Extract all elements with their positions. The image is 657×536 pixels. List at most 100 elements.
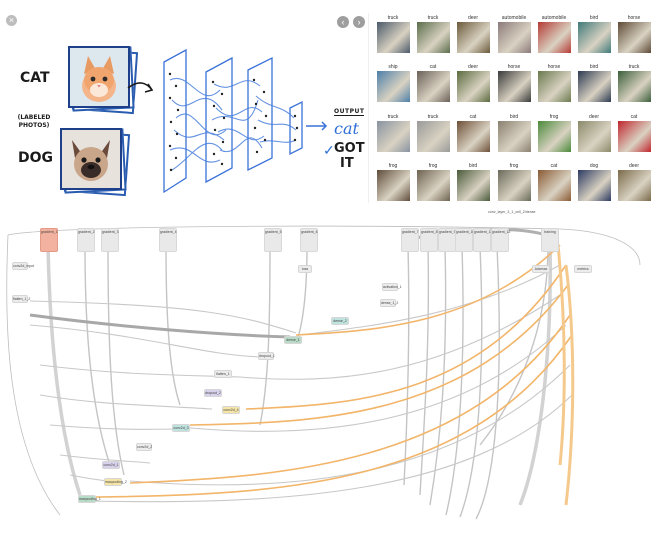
cifar-image-cell: truck xyxy=(616,64,652,102)
cifar-image-cell: cat xyxy=(415,64,451,102)
graph-op-node[interactable]: dropout_1 xyxy=(258,352,275,360)
cifar-image-label: truck xyxy=(628,64,640,70)
cifar-image-cell: frog xyxy=(375,163,411,201)
cifar-image-cell: frog xyxy=(496,163,532,201)
cifar-image-thumbnail xyxy=(577,22,611,53)
graph-gradient-node[interactable]: gradient_8 xyxy=(420,228,438,252)
cifar-image-label: deer xyxy=(467,64,478,70)
graph-op-node[interactable]: flatten_1 xyxy=(214,370,232,378)
cifar-image-cell: horse xyxy=(496,64,532,102)
cifar-image-thumbnail xyxy=(456,71,490,102)
graph-op-node[interactable]: maxpooling_1 xyxy=(78,495,101,503)
cifar-image-label: bird xyxy=(468,163,478,169)
cifar-image-label: deer xyxy=(588,114,599,120)
cifar-image-cell: cat xyxy=(536,163,572,201)
cifar-image-thumbnail xyxy=(416,170,450,201)
cifar-image-label: frog xyxy=(388,163,398,169)
graph-gradient-node[interactable]: gradient_7 xyxy=(401,228,419,252)
close-button[interactable]: × xyxy=(6,15,17,26)
cifar-image-cell: deer xyxy=(616,163,652,201)
cifar-image-thumbnail xyxy=(617,71,651,102)
graph-gradient-node[interactable]: gradient_12 xyxy=(491,228,511,252)
graph-gradient-node[interactable]: gradient_11 xyxy=(473,228,492,252)
cifar-image-cell: truck xyxy=(415,114,451,152)
cifar-image-label: truck xyxy=(387,114,399,120)
cifar-image-thumbnail xyxy=(537,71,571,102)
graph-op-node[interactable]: maxpooling_2 xyxy=(104,478,127,486)
cifar-image-label: cat xyxy=(550,163,558,169)
cifar-image-label: deer xyxy=(467,15,478,21)
graph-op-node[interactable]: dense_2 xyxy=(331,317,349,325)
check-icon: ✓ xyxy=(323,142,335,158)
cifar-image-thumbnail xyxy=(537,170,571,201)
graph-op-node[interactable]: dense_1_2 xyxy=(380,299,399,307)
cifar-image-label: automobile xyxy=(501,15,527,21)
graph-input-node[interactable]: gradient_1 xyxy=(40,228,58,252)
dog-photo-stack xyxy=(60,128,131,197)
graph-op-node[interactable]: conv2d_3 xyxy=(172,424,190,432)
cifar-image-cell: bird xyxy=(496,114,532,152)
cifar-image-label: truck xyxy=(387,15,399,21)
cifar-image-label: cat xyxy=(630,114,638,120)
prev-slide-button[interactable]: ‹ xyxy=(337,16,349,28)
cifar-image-cell: frog xyxy=(536,114,572,152)
cifar-image-label: bird xyxy=(589,15,599,21)
cifar-image-label: horse xyxy=(507,64,521,70)
graph-op-node[interactable]: conv2d_4 xyxy=(222,406,240,414)
graph-gradient-node[interactable]: gradient_5 xyxy=(264,228,282,252)
cifar-image-thumbnail xyxy=(617,121,651,152)
next-slide-button[interactable]: › xyxy=(353,16,365,28)
cifar-image-label: frog xyxy=(428,163,438,169)
output-heading: OUTPUT xyxy=(334,108,365,116)
cifar-image-label: dog xyxy=(589,163,599,169)
cifar-image-thumbnail xyxy=(416,71,450,102)
cifar-image-cell: deer xyxy=(455,15,491,53)
cifar-image-cell: bird xyxy=(576,64,612,102)
graph-gradient-node[interactable]: gradient_4 xyxy=(159,228,177,252)
cifar-image-cell: dog xyxy=(576,163,612,201)
cifar-image-thumbnail xyxy=(416,22,450,53)
graph-op-node[interactable]: metrics xyxy=(574,265,592,273)
graph-op-node[interactable]: Adamax xyxy=(532,265,550,273)
graph-op-node[interactable]: dense_1 xyxy=(284,336,302,344)
graph-gradient-node[interactable]: gradient_10 xyxy=(455,228,475,252)
graph-op-node[interactable]: flatten_1_2 xyxy=(12,295,31,303)
graph-gradient-node[interactable]: gradient_9 xyxy=(438,228,456,252)
graph-top-label: conv_layer_3_1_cell_2/dense xyxy=(488,210,536,214)
chevron-right-icon: › xyxy=(357,17,361,27)
cifar-image-thumbnail xyxy=(537,22,571,53)
cifar-image-label: horse xyxy=(547,64,561,70)
cifar-image-cell: truck xyxy=(415,15,451,53)
graph-training-node[interactable]: training xyxy=(541,228,559,252)
cifar-image-label: automobile xyxy=(541,15,567,21)
cifar-image-thumbnail xyxy=(577,121,611,152)
cifar-image-thumbnail xyxy=(456,121,490,152)
graph-gradient-node[interactable]: gradient_2 xyxy=(77,228,95,252)
cat-label: CAT xyxy=(20,70,50,86)
cifar-image-label: bird xyxy=(589,64,599,70)
graph-op-node[interactable]: dropout_2 xyxy=(204,389,222,397)
dog-photo xyxy=(60,128,122,190)
cifar-image-label: ship xyxy=(388,64,398,70)
cifar-image-thumbnail xyxy=(376,170,410,201)
graph-op-node[interactable]: activation_1 xyxy=(382,283,402,291)
graph-op-node[interactable]: conv2d_input xyxy=(12,262,34,270)
graph-op-node[interactable]: loss xyxy=(298,265,312,273)
graph-gradient-node[interactable]: gradient_6 xyxy=(300,228,318,252)
cifar-image-cell: deer xyxy=(455,64,491,102)
cifar-image-thumbnail xyxy=(456,22,490,53)
graph-op-node[interactable]: conv2d_2 xyxy=(136,443,153,451)
computation-graph xyxy=(6,225,641,520)
cifar-image-cell: bird xyxy=(576,15,612,53)
cifar-image-cell: horse xyxy=(536,64,572,102)
cifar-image-thumbnail xyxy=(376,71,410,102)
cifar-image-label: cat xyxy=(469,114,477,120)
cifar-image-thumbnail xyxy=(537,121,571,152)
graph-gradient-node[interactable]: gradient_3 xyxy=(101,228,119,252)
graph-op-node[interactable]: conv2d_1 xyxy=(102,461,120,469)
cifar-image-cell: frog xyxy=(415,163,451,201)
cifar-image-cell: cat xyxy=(616,114,652,152)
cifar-image-thumbnail xyxy=(497,121,531,152)
cifar-image-thumbnail xyxy=(497,22,531,53)
cifar-image-label: horse xyxy=(627,15,641,21)
